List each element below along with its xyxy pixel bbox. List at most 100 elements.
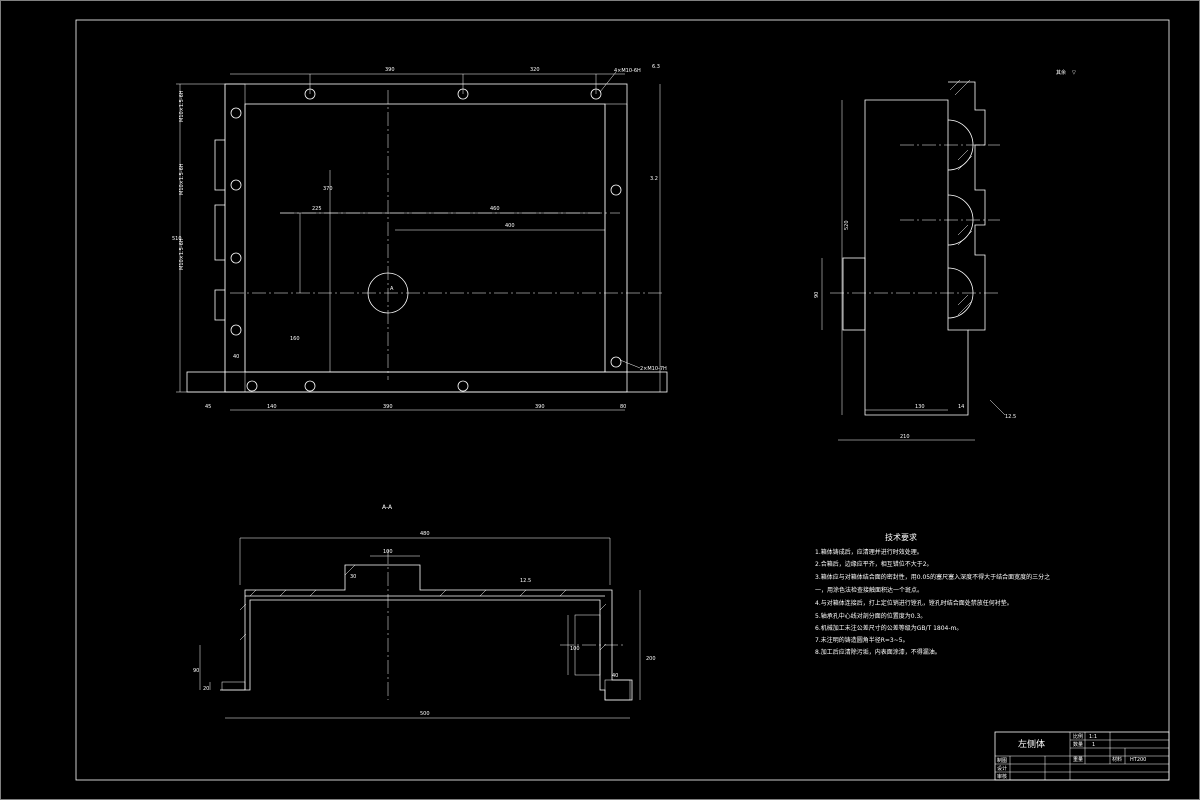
- title-block: 左侧体 比例 1:1 数量 1 重量 材料 HT200 制图 设计 审核: [994, 731, 1170, 781]
- plan-hole-callout-2: 2×M10-7H: [640, 366, 667, 372]
- plan-left-steps: [214, 139, 225, 321]
- plan-center-label: A: [390, 286, 394, 292]
- plan-dim-bottom-3: 390: [535, 404, 545, 410]
- plan-dim-height-right: 160: [290, 336, 300, 342]
- side-dim-foot-height: 14: [958, 404, 964, 410]
- section-label: A-A: [382, 504, 393, 511]
- plan-leader-1: [599, 71, 617, 93]
- plan-dim-bottom-2: 390: [383, 404, 393, 410]
- side-boss: [842, 257, 866, 331]
- plan-bottom-flange: [186, 371, 668, 393]
- section-dim-right-height: 200: [646, 656, 656, 662]
- tech-requirements: 技术要求 1.箱体铸成后，应清理并进行时效处理。 2.合箱后，边缘应平齐，相互错…: [815, 532, 1050, 656]
- section-dim-bottom-width: 500: [420, 711, 430, 717]
- plan-roughness-1: 6.3: [652, 64, 660, 70]
- side-dim-boss-height: 90: [814, 292, 820, 298]
- tech-requirement-item: 1.箱体铸成后，应清理并进行时效处理。: [815, 548, 923, 556]
- plan-outer-outline: [224, 83, 628, 393]
- section-dim-right-inner: 100: [570, 646, 580, 652]
- bolt-hole: [610, 184, 622, 196]
- bolt-hole: [610, 356, 622, 368]
- section-hatching: [239, 564, 607, 651]
- plan-dim-top-2: 320: [530, 67, 540, 73]
- bolt-hole: [230, 252, 242, 264]
- plan-dim-top-1: 390: [385, 67, 395, 73]
- plan-dim-inner-width2: 400: [505, 223, 515, 229]
- section-dim-left-foot: 20: [203, 686, 209, 692]
- section-right-foot: [604, 679, 631, 701]
- plan-inner-outline: [244, 103, 606, 373]
- side-top-flange: [948, 81, 986, 331]
- plan-thread-label-1: M10×1.5-6H: [179, 90, 185, 122]
- section-dimension-lines: [199, 537, 641, 719]
- sheet-frame: [75, 19, 1170, 781]
- title-material-value: HT200: [1130, 757, 1146, 763]
- tech-requirement-item: 4.与对箱体连接后，打上定位销进行镗孔，镗孔时结合面处禁放任何衬垫。: [815, 599, 1013, 607]
- tech-requirement-item: 一，用涂色法检查接触面积达一个斑点。: [815, 586, 923, 594]
- plan-dim-left-overall: 510: [172, 236, 182, 242]
- title-quantity-value: 1: [1092, 742, 1095, 748]
- plan-dim-offset-left: 225: [312, 206, 322, 212]
- plan-dim-bottom-1: 140: [267, 404, 277, 410]
- bolt-hole: [457, 380, 469, 392]
- title-designer-label: 设计: [997, 765, 1007, 772]
- tech-requirement-item: 2.合箱后，边缘应平齐，相互错位不大于2。: [815, 560, 933, 568]
- plan-leader-2: [619, 359, 641, 369]
- section-dim-overall-width: 480: [420, 531, 430, 537]
- other-surface-symbol: ▽: [1072, 70, 1076, 76]
- plan-left-flange: [224, 83, 246, 393]
- section-dim-boss-width: 100: [383, 549, 393, 555]
- plan-right-flange: [604, 103, 628, 373]
- tech-requirement-item: 8.加工后应清除污垢，内表面涂漆，不得漏油。: [815, 648, 941, 656]
- plan-dim-side-b: 40: [233, 354, 239, 360]
- section-view: A-A 480 500 100 30 2: [193, 504, 656, 719]
- tech-requirement-item: 5.轴承孔中心线对剖分面的位置度为0.3。: [815, 612, 926, 620]
- bolt-hole: [230, 179, 242, 191]
- title-part-name: 左侧体: [1018, 738, 1045, 750]
- side-bearing-bores: [947, 119, 974, 319]
- other-surface-note: 其余: [1056, 69, 1066, 76]
- title-reviewer-label: 审核: [997, 773, 1007, 780]
- plan-view: A: [172, 64, 668, 411]
- section-dim-left-height: 90: [193, 668, 199, 674]
- title-material-label: 材料: [1112, 756, 1122, 763]
- section-outer-profile: [220, 564, 633, 701]
- plan-dim-side-a: 45: [205, 404, 211, 410]
- plan-roughness-2: 3.2: [650, 176, 658, 182]
- bolt-hole: [230, 107, 242, 119]
- plan-bolt-holes: [230, 88, 622, 392]
- plan-dim-inner-width: 460: [490, 206, 500, 212]
- title-scale-value: 1:1: [1089, 734, 1097, 740]
- bolt-hole: [230, 324, 242, 336]
- side-outline: [864, 99, 969, 416]
- side-dim-base-width: 130: [915, 404, 925, 410]
- plan-thread-label-2: M10×1.5-6H: [179, 163, 185, 195]
- title-scale-label: 比例: [1073, 733, 1083, 740]
- tech-requirement-item: 7.未注明的铸造圆角半径R=3~5。: [815, 636, 909, 644]
- tech-requirement-item: 6.机械加工未注公差尺寸的公差等级为GB/T 1804-m。: [815, 624, 962, 632]
- side-dim-bottom-width: 210: [900, 434, 910, 440]
- plan-central-boss: [367, 272, 409, 314]
- bolt-hole: [246, 380, 258, 392]
- tech-requirements-heading: 技术要求: [885, 532, 917, 542]
- side-roughness: 12.5: [1005, 414, 1016, 420]
- side-dim-overall-height: 520: [844, 220, 850, 230]
- section-dim-right-foot: 40: [612, 673, 618, 679]
- title-weight-label: 重量: [1073, 756, 1083, 763]
- side-dimension-lines: [821, 100, 1006, 441]
- plan-dim-bottom-4: 80: [620, 404, 626, 410]
- plan-thread-label-3: M10×1.5-6H: [179, 238, 185, 270]
- plan-dimension-lines: [176, 73, 661, 411]
- tech-requirement-item: 3.箱体应与对箱体结合面的密封性，用0.05的塞尺塞入深度不得大于结合面宽度的三…: [815, 573, 1050, 581]
- bolt-hole: [304, 380, 316, 392]
- title-block-grid: [995, 732, 1169, 780]
- side-hatching: [949, 79, 973, 316]
- title-quantity-label: 数量: [1073, 741, 1083, 748]
- section-roughness: 12.5: [520, 578, 531, 584]
- side-view: 520 210 130 14 90 12.5 其余 ▽: [814, 69, 1076, 441]
- section-left-foot: [221, 681, 246, 691]
- section-dim-boss-height: 30: [350, 574, 356, 580]
- title-drafter-label: 制图: [997, 757, 1007, 764]
- plan-hole-callout-1: 4×M10-6H: [614, 68, 641, 74]
